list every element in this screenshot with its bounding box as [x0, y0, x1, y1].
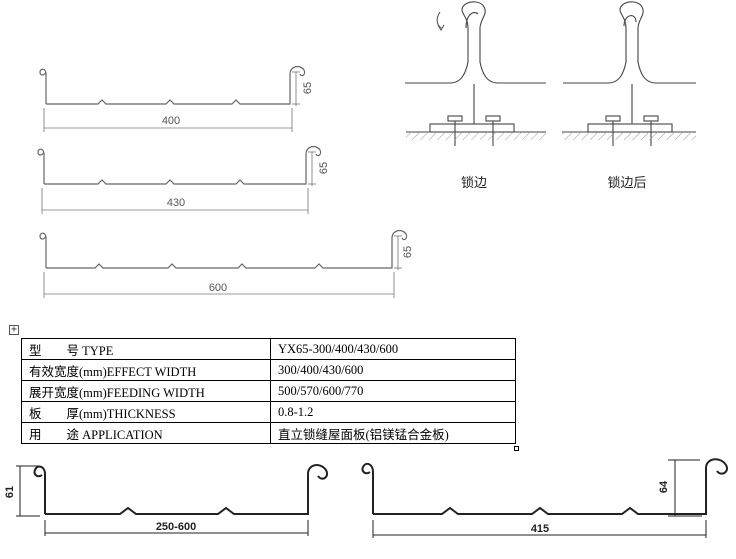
bottom-right-width-label: 415: [531, 523, 549, 535]
profile-600-width-label: 600: [209, 282, 227, 294]
bottom-right-height-label: 64: [658, 480, 670, 493]
spec-value-feeding-width: 500/570/600/770: [270, 380, 516, 402]
seam-after-ground-hatch: [562, 132, 696, 140]
spec-value-type: YX65-300/400/430/600: [270, 338, 516, 360]
table-row: 展开宽度(mm)FEEDING WIDTH 500/570/600/770: [21, 380, 516, 402]
spec-label-feeding-width: 展开宽度(mm)FEEDING WIDTH: [21, 380, 271, 402]
table-row: 有效宽度(mm)EFFECT WIDTH 300/400/430/600: [21, 359, 516, 381]
profile-600-height-label: 65: [402, 246, 414, 258]
bottom-right-dimensions: [372, 459, 707, 538]
spec-label-application: 用 途 APPLICATION: [21, 422, 271, 444]
bottom-left-width-label: 250-600: [156, 521, 196, 533]
spec-table: 型 号 TYPE YX65-300/400/430/600 有效宽度(mm)EF…: [21, 338, 516, 444]
profile-430-height-label: 65: [318, 162, 330, 174]
spec-label-effect-width: 有效宽度(mm)EFFECT WIDTH: [21, 359, 271, 381]
spec-label-type: 型 号 TYPE: [21, 338, 271, 360]
table-resize-handle-icon[interactable]: [514, 446, 519, 451]
spec-value-application: 直立锁缝屋面板(铝镁锰合金板): [270, 422, 516, 444]
spec-value-effect-width: 300/400/430/600: [270, 359, 516, 381]
seam-detail-before: [405, 1, 546, 146]
seam-before-label: 锁边: [461, 175, 487, 190]
seam-before-ground-hatch: [406, 132, 546, 140]
bottom-profile-right: [361, 458, 728, 515]
bottom-left-dimensions: [16, 465, 309, 536]
profile-drawing-430: [37, 145, 322, 214]
bottom-left-height-label: 61: [4, 486, 16, 498]
bottom-profile-left: [33, 464, 328, 515]
seam-after-label: 锁边后: [607, 175, 646, 190]
table-move-handle-icon[interactable]: +: [9, 324, 19, 335]
profile-drawing-400: [39, 65, 306, 132]
table-row: 板 厚(mm)THICKNESS 0.8-1.2: [21, 401, 516, 423]
spec-label-thickness: 板 厚(mm)THICKNESS: [21, 401, 271, 423]
table-row: 用 途 APPLICATION 直立锁缝屋面板(铝镁锰合金板): [21, 422, 516, 444]
spec-value-thickness: 0.8-1.2: [270, 401, 516, 423]
seam-detail-after: [562, 1, 696, 146]
profile-430-width-label: 430: [167, 197, 185, 209]
profile-400-width-label: 400: [162, 115, 180, 127]
table-row: 型 号 TYPE YX65-300/400/430/600: [21, 338, 516, 360]
profile-drawing-600: [39, 229, 408, 298]
profile-400-height-label: 65: [302, 82, 314, 94]
